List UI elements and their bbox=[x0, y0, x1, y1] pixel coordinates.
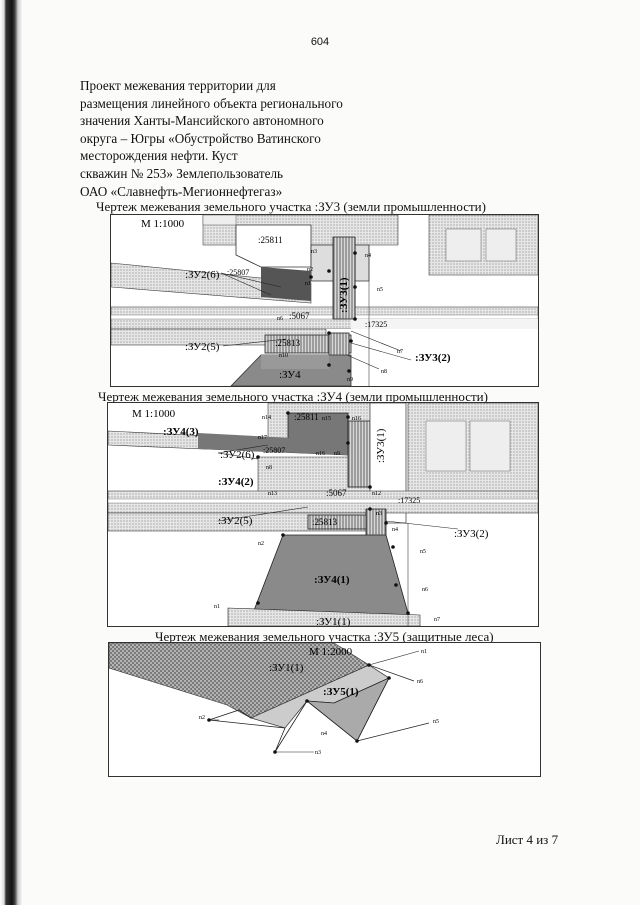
map2-label: :ЗУ4(3) bbox=[163, 426, 199, 438]
page-number: 604 bbox=[310, 36, 330, 48]
map2-label: :25807 bbox=[263, 446, 285, 455]
map1-label: :ЗУ3(1) bbox=[338, 277, 350, 313]
map1-label: n5 bbox=[377, 287, 383, 293]
map2-label: n4 bbox=[392, 527, 398, 533]
map1-label: :ЗУ4 bbox=[279, 369, 301, 381]
map1-label: n2 bbox=[307, 267, 313, 273]
map1-caption: Чертеж межевания земельного участка :ЗУ3… bbox=[96, 199, 486, 214]
header-line: скважин № 253» Землепользователь bbox=[80, 165, 284, 181]
map1-label: :5067 bbox=[289, 311, 310, 321]
map1-label: n8 bbox=[381, 369, 387, 375]
map2-label: n9 bbox=[334, 451, 340, 457]
map1-label: :ЗУ2(6) bbox=[185, 269, 220, 281]
map1-label: :25807 bbox=[227, 268, 249, 277]
map2-label: :25811 bbox=[294, 412, 319, 422]
map2-label: :ЗУ3(2) bbox=[454, 528, 489, 540]
map3-label: :ЗУ1(1) bbox=[269, 662, 304, 674]
map1-label: :ЗУ2(5) bbox=[185, 341, 220, 353]
map2-label: :17325 bbox=[398, 496, 420, 505]
map2-label: :ЗУ2(6) bbox=[220, 449, 255, 461]
map3-label: n6 bbox=[417, 679, 423, 685]
map2-label: n6 bbox=[422, 587, 428, 593]
map2-label: n2 bbox=[258, 541, 264, 547]
map2-label: :ЗУ4(2) bbox=[218, 476, 254, 488]
map1-label: n6 bbox=[277, 316, 283, 322]
map1-label: n10 bbox=[279, 353, 288, 359]
map3-label: n1 bbox=[421, 649, 427, 655]
map2-label: :ЗУ4(1) bbox=[314, 574, 350, 586]
map2-label: n7 bbox=[434, 617, 440, 623]
map1-label: :17325 bbox=[365, 320, 387, 329]
map2-label: n8 bbox=[266, 465, 272, 471]
map2-scale: М 1:1000 bbox=[132, 408, 176, 420]
map1-scale: М 1:1000 bbox=[141, 218, 185, 230]
map2-label: n13 bbox=[268, 491, 277, 497]
map1-label: :ЗУ3(2) bbox=[415, 352, 451, 364]
map3-label: n4 bbox=[321, 731, 327, 737]
map2-label: n3 bbox=[376, 511, 382, 517]
map1-label: n3 bbox=[311, 249, 317, 255]
document-header: Проект межевания территории для размещен… bbox=[80, 77, 410, 200]
map1-drawing: М 1:1000 :25811 n3 n4 n2 :ЗУ3(1) :ЗУ2(6)… bbox=[110, 214, 539, 387]
map3-caption: Чертеж межевания земельного участка :ЗУ5… bbox=[155, 629, 494, 644]
map2-label: n12 bbox=[372, 491, 381, 497]
header-line: размещения линейного объекта регионально… bbox=[80, 95, 343, 111]
map2-label: n14 bbox=[262, 415, 271, 421]
map2-label: :25813 bbox=[312, 517, 338, 527]
map1-label: n7 bbox=[397, 349, 403, 355]
map3-drawing: М 1:2000 n1 :ЗУ1(1) n6 :ЗУ5(1) n2 n5 n4 … bbox=[108, 642, 541, 777]
header-line: округа – Югры «Обустройство Ватинского bbox=[80, 130, 321, 146]
map2-label: n5 bbox=[420, 549, 426, 555]
scan-binding-edge bbox=[0, 0, 22, 905]
map2-label: :ЗУ3(1) bbox=[375, 428, 387, 463]
map1-label: n4 bbox=[365, 253, 371, 259]
map1-label: :25811 bbox=[258, 235, 283, 245]
map3-label: :ЗУ5(1) bbox=[323, 686, 359, 698]
map1-label: n9 bbox=[347, 377, 353, 383]
map2-label: n17 bbox=[258, 435, 267, 441]
header-line: Проект межевания территории для bbox=[80, 78, 276, 93]
map2-caption: Чертеж межевания земельного участка :ЗУ4… bbox=[98, 389, 488, 404]
sheet-number: Лист 4 из 7 bbox=[496, 832, 559, 847]
header-line: значения Ханты-Мансийского автономного bbox=[80, 113, 324, 129]
map2-label: n1 bbox=[214, 604, 220, 610]
map3-label: n3 bbox=[315, 750, 321, 756]
map2-drawing: М 1:1000 n14 :25811 n15 n16 :ЗУ4(3) n17 … bbox=[107, 402, 539, 627]
map2-label: :5067 bbox=[326, 488, 347, 498]
header-line: ОАО «Славнефть-Мегионнефтегаз» bbox=[80, 183, 283, 199]
map3-label: n2 bbox=[199, 715, 205, 721]
map2-label: :ЗУ1(1) bbox=[316, 616, 351, 626]
map2-label: n16 bbox=[316, 451, 325, 457]
map3-scale: М 1:2000 bbox=[309, 646, 353, 658]
map2-label: n15 bbox=[322, 416, 331, 422]
map2-label: :ЗУ2(5) bbox=[218, 515, 253, 527]
map2-label: n16 bbox=[352, 416, 361, 422]
map1-label: n1 bbox=[305, 281, 311, 287]
map1-label: :25813 bbox=[275, 338, 301, 348]
map3-label: n5 bbox=[433, 719, 439, 725]
header-line: месторождения нефти. Куст bbox=[80, 148, 238, 164]
